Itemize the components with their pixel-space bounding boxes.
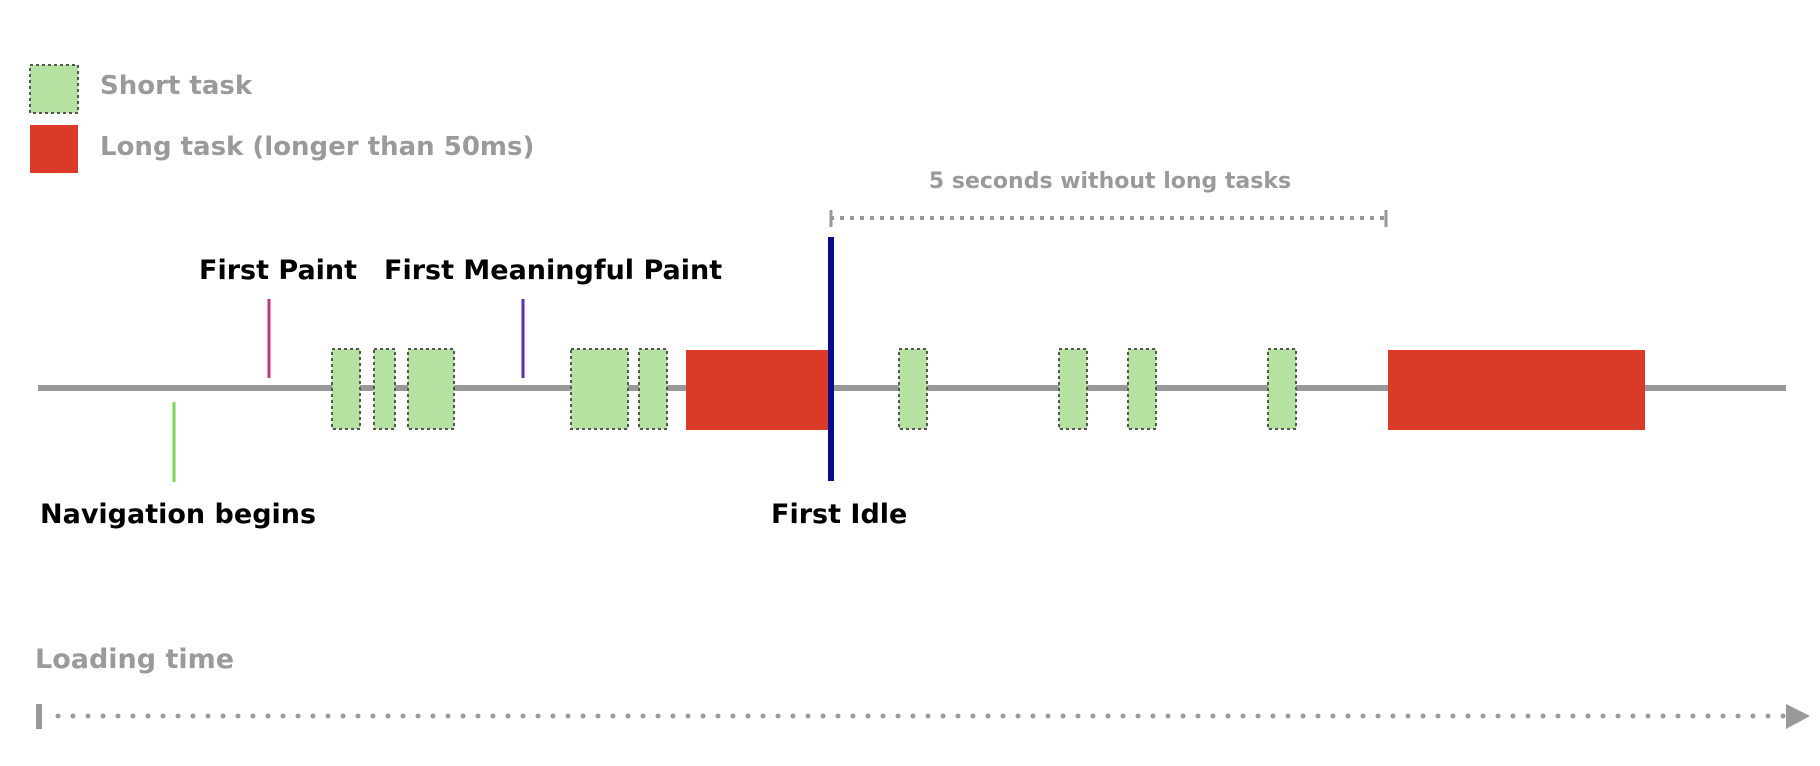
short-task xyxy=(373,348,396,430)
loading-time-label: Loading time xyxy=(35,644,234,675)
quiet-window-label: 5 seconds without long tasks xyxy=(929,169,1291,194)
short-task xyxy=(570,348,629,430)
navigation-begins-label: Navigation begins xyxy=(40,499,316,530)
short-task xyxy=(407,348,455,430)
short-task xyxy=(898,348,928,430)
legend-long-task-swatch xyxy=(30,125,78,173)
short-task xyxy=(1058,348,1088,430)
long-task xyxy=(686,350,831,430)
loading-time-arrowhead xyxy=(1786,704,1810,729)
legend-long-task-label: Long task (longer than 50ms) xyxy=(100,132,534,162)
first-meaningful-paint-label: First Meaningful Paint xyxy=(384,255,722,286)
first-idle-label: First Idle xyxy=(771,499,907,530)
short-task xyxy=(638,348,668,430)
legend-short-task-label: Short task xyxy=(100,71,253,101)
first-paint-label: First Paint xyxy=(199,255,357,286)
legend-short-task-swatch xyxy=(29,64,79,114)
loading-time-axis: Loading time xyxy=(35,644,1810,729)
long-tasks xyxy=(686,350,1645,430)
quiet-window: 5 seconds without long tasks xyxy=(829,169,1388,227)
short-task xyxy=(331,348,361,430)
long-task xyxy=(1388,350,1645,430)
short-tasks xyxy=(331,348,1297,430)
short-task xyxy=(1267,348,1297,430)
legend: Short task Long task (longer than 50ms) xyxy=(29,64,534,173)
short-task xyxy=(1127,348,1157,430)
